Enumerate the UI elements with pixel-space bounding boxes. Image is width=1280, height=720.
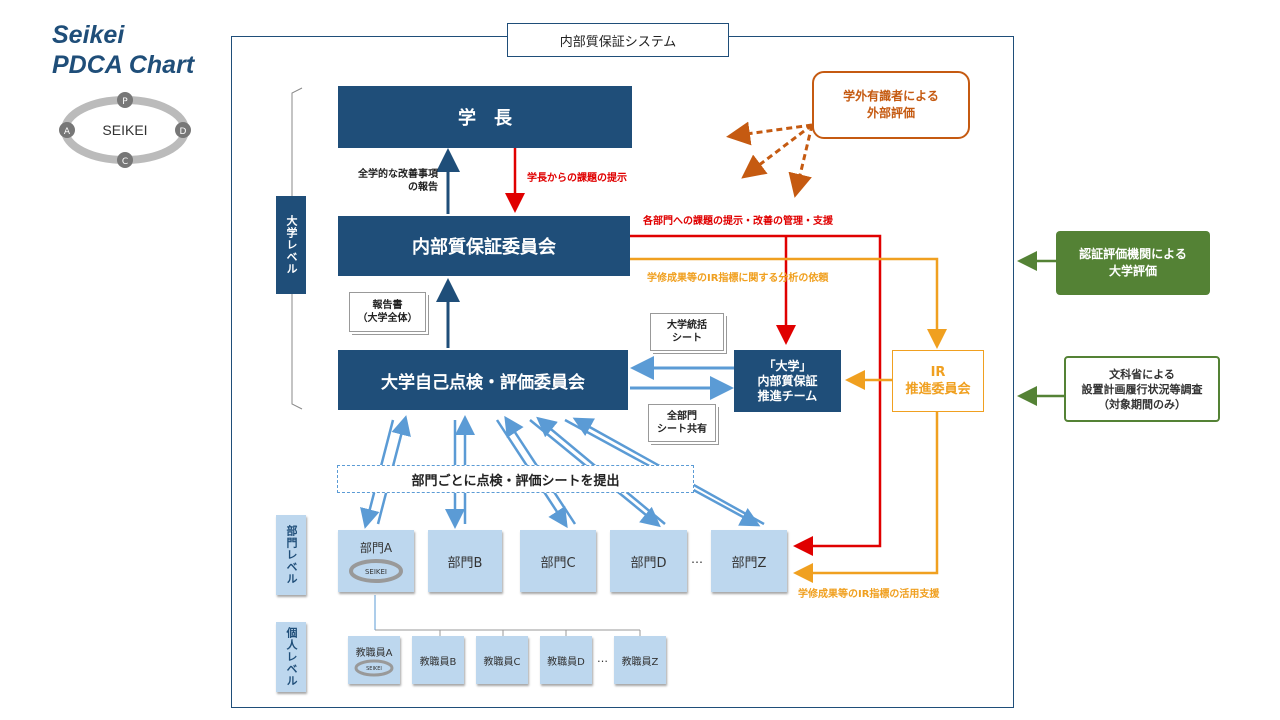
logo-letter-a: A bbox=[64, 127, 71, 137]
dept-level-label: 部門レベル bbox=[276, 515, 306, 595]
submit-sheets-banner: 部門ごとに点検・評価シートを提出 bbox=[337, 465, 694, 493]
dept-ellipsis: … bbox=[691, 552, 703, 566]
dept-box-z: 部門Z bbox=[711, 530, 787, 592]
mini-logo-text: SEIKEI bbox=[365, 568, 387, 576]
dept-box-a: 部門A SEIKEI bbox=[338, 530, 414, 592]
president-box: 学 長 bbox=[338, 86, 632, 148]
university-level-label: 大学レベル bbox=[276, 196, 306, 294]
report-document: 報告書 （大学全体） bbox=[349, 292, 426, 332]
staff-box-d: 教職員D bbox=[540, 636, 592, 684]
logo-letter-p: P bbox=[122, 97, 128, 107]
staff-box-c: 教職員C bbox=[476, 636, 528, 684]
dept-label: 部門A bbox=[359, 540, 393, 555]
logo-letter-d: D bbox=[180, 127, 187, 137]
brand-line-2: PDCA Chart bbox=[52, 51, 195, 79]
external-eval-box: 学外有識者による 外部評価 bbox=[812, 71, 970, 139]
summary-sheet-document: 大学統括 シート bbox=[650, 313, 724, 351]
brand-title: Seikei PDCA Chart bbox=[52, 20, 194, 80]
report-up-note: 全学的な改善事項 の報告 bbox=[358, 169, 438, 193]
individual-level-label: 個人レベル bbox=[276, 622, 306, 692]
staff-box-z: 教職員Z bbox=[614, 636, 666, 684]
qa-committee-box: 内部質保証委員会 bbox=[338, 216, 630, 276]
dept-box-d: 部門D bbox=[610, 530, 687, 592]
ir-request-note: 学修成果等のIR指標に関する分析の依頼 bbox=[647, 273, 829, 284]
qa-team-box: 「大学」 内部質保証 推進チーム bbox=[734, 350, 841, 412]
logo-letter-c: C bbox=[122, 157, 128, 167]
shared-sheet-document: 全部門 シート共有 bbox=[648, 404, 716, 442]
accreditation-box: 認証評価機関による 大学評価 bbox=[1056, 231, 1210, 295]
mini-pdca-logo: SEIKEI bbox=[349, 558, 403, 583]
brand-line-1: Seikei bbox=[52, 21, 125, 49]
dept-box-b: 部門B bbox=[428, 530, 502, 592]
mini-pdca-logo: SEIKEI bbox=[354, 659, 394, 676]
staff-box-a: 教職員A SEIKEI bbox=[348, 636, 400, 684]
mext-box: 文科省による 設置計画履行状況等調査 （対象期間のみ） bbox=[1064, 356, 1220, 422]
pdca-logo: SEIKEI P D C A bbox=[59, 92, 191, 168]
staff-ellipsis: … bbox=[597, 652, 608, 665]
ir-support-note: 学修成果等のIR指標の活用支援 bbox=[798, 589, 940, 600]
president-tasks-note: 学長からの課題の提示 bbox=[527, 173, 627, 184]
self-eval-committee-box: 大学自己点検・評価委員会 bbox=[338, 350, 628, 410]
logo-text: SEIKEI bbox=[102, 122, 147, 138]
staff-label: 教職員A bbox=[355, 647, 393, 659]
mini-logo-text: SEIKEI bbox=[366, 666, 382, 672]
dept-tasks-note: 各部門への課題の提示・改善の管理・支援 bbox=[643, 216, 833, 227]
ir-committee-box: IR 推進委員会 bbox=[892, 350, 984, 412]
system-title: 内部質保証システム bbox=[507, 23, 729, 57]
staff-box-b: 教職員B bbox=[412, 636, 464, 684]
dept-box-c: 部門C bbox=[520, 530, 596, 592]
